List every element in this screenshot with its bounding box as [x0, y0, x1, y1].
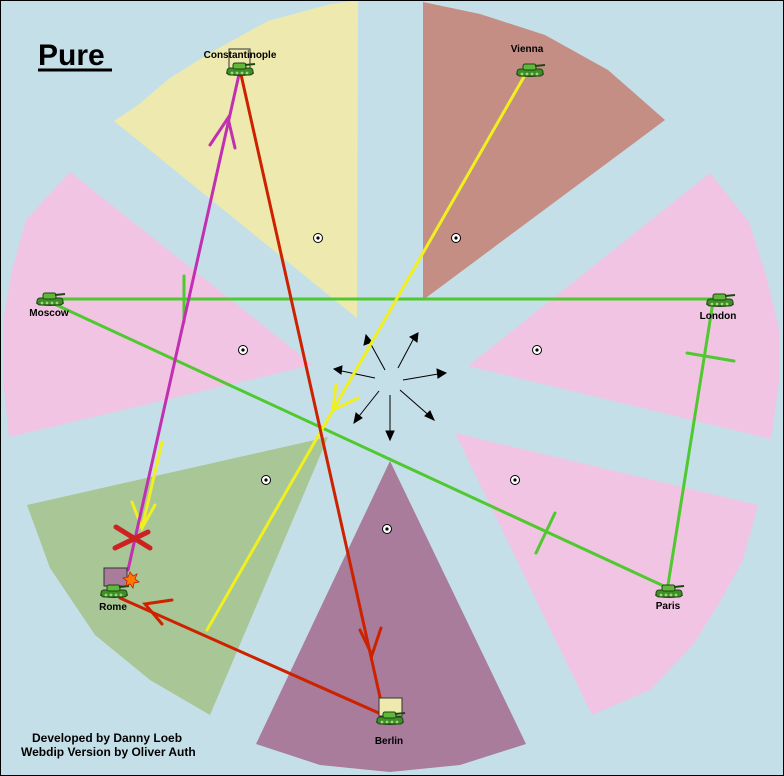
move-arrowhead: [208, 114, 237, 150]
order-berlin-rome: [118, 596, 392, 720]
order-support-rome: [140, 440, 164, 530]
province-vienna[interactable]: [423, 2, 665, 300]
label-berlin: Berlin: [375, 736, 403, 747]
supply-center-icon: [510, 475, 520, 485]
order-london-paris: [666, 300, 715, 587]
support-arrowhead: [331, 383, 360, 413]
credit-developer: Developed by Danny Loeb: [32, 731, 182, 745]
province-labels: Constantinople Vienna London Paris Berli…: [29, 44, 736, 747]
units-layer: [35, 48, 736, 726]
explosion-icon: [122, 571, 140, 589]
supply-center-icon: [261, 475, 271, 485]
province-rome[interactable]: [27, 437, 328, 715]
support-hold-tick: [685, 351, 736, 363]
province-berlin[interactable]: [256, 461, 526, 772]
supply-center-icon: [451, 233, 461, 243]
province-layer: [3, 0, 779, 772]
order-moscow-paris: [48, 300, 670, 590]
label-vienna: Vienna: [511, 44, 544, 55]
label-constantinople: Constantinople: [204, 50, 277, 61]
order-rome-constantinople: [126, 68, 242, 572]
supply-center-icon: [532, 345, 542, 355]
fail-cross-icon: [112, 524, 153, 551]
support-hold-tick: [534, 511, 557, 555]
label-rome: Rome: [99, 602, 127, 613]
province-constantinople[interactable]: [114, 0, 358, 318]
supply-center-icon: [238, 345, 248, 355]
supply-center-icon: [382, 524, 392, 534]
label-moscow: Moscow: [29, 308, 69, 319]
label-paris: Paris: [656, 601, 681, 612]
move-arrowhead: [358, 626, 383, 659]
credit-webdip: Webdip Version by Oliver Auth: [21, 745, 196, 759]
order-constantinople-berlin: [238, 68, 384, 708]
orders-layer: [48, 68, 736, 720]
support-arrowhead: [130, 500, 157, 532]
map-title: Pure: [38, 39, 105, 72]
home-center-marker: [103, 567, 128, 587]
move-arrowhead: [142, 598, 174, 626]
province-moscow[interactable]: [3, 172, 313, 437]
supply-center-icon: [313, 233, 323, 243]
label-london: London: [700, 311, 737, 322]
